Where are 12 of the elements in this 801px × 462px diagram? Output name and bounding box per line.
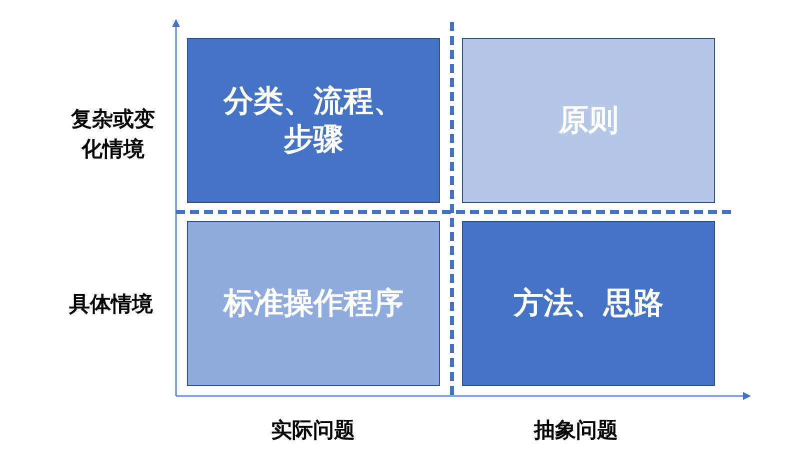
quadrant-label: 分类、流程、步骤 [222,82,404,158]
axis-label: 具体情境 [69,291,153,318]
quadrant-box [462,38,715,203]
quadrant-label: 原则 [558,102,618,140]
axis-label: 实际问题 [271,417,355,444]
axis-label: 抽象问题 [534,417,618,444]
quadrant-box [187,221,440,386]
quadrant-box [187,38,440,203]
quadrant-label: 方法、思路 [514,284,664,322]
axis-label: 复杂或变化情境 [70,106,156,163]
quadrant-label: 标准操作程序 [224,284,404,322]
quadrant-box [462,221,715,386]
